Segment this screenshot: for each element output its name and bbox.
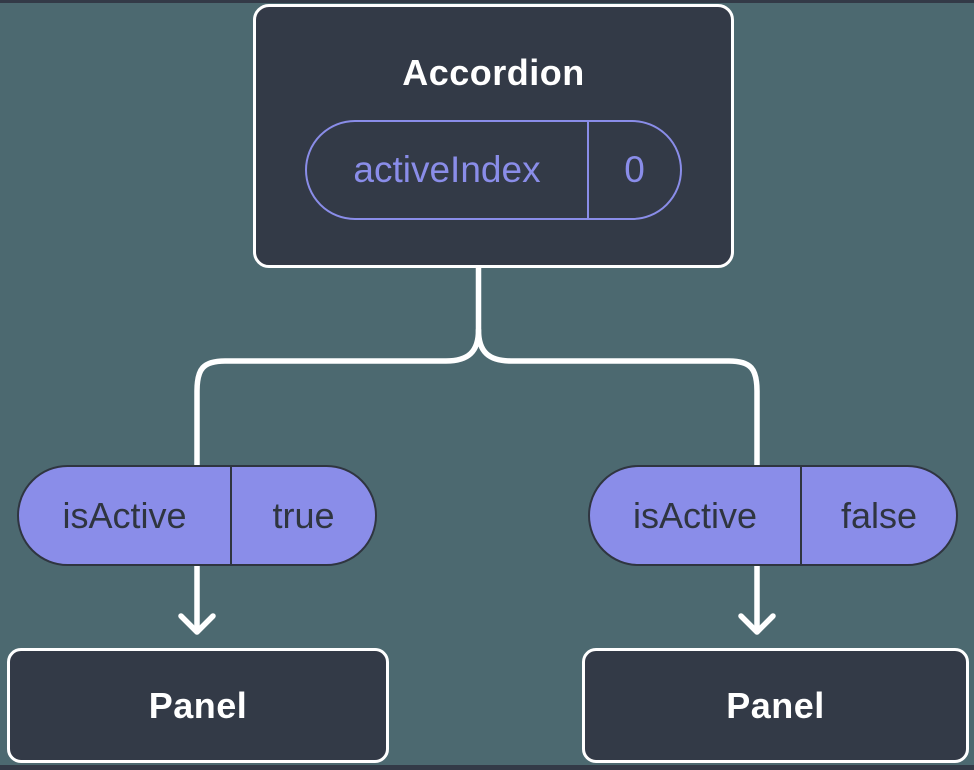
is-active-true-pill: isActive true bbox=[17, 465, 377, 566]
panel-node-title: Panel bbox=[148, 684, 248, 726]
state-name-label: isActive bbox=[590, 467, 802, 564]
connector-stem-and-left-branch bbox=[194, 263, 482, 469]
accordion-node: Accordion activeIndex 0 bbox=[253, 4, 734, 268]
state-name-label: isActive bbox=[19, 467, 232, 564]
accordion-node-title: Accordion bbox=[402, 52, 585, 93]
connector-right-branch bbox=[475, 327, 760, 469]
prop-value-label: 0 bbox=[624, 149, 645, 190]
bottom-edge-strip bbox=[0, 765, 974, 770]
panel-node-left: Panel bbox=[7, 648, 389, 763]
state-value-label: true bbox=[272, 494, 335, 536]
panel-node-right: Panel bbox=[582, 648, 969, 763]
arrowhead-left-icon bbox=[178, 613, 216, 635]
state-value-label: false bbox=[840, 494, 918, 536]
arrowhead-right-icon bbox=[738, 613, 776, 635]
is-active-false-pill: isActive false bbox=[588, 465, 958, 566]
active-index-prop-pill: activeIndex 0 bbox=[305, 120, 682, 220]
top-edge-strip bbox=[0, 0, 974, 3]
panel-node-title: Panel bbox=[726, 684, 825, 726]
prop-name-label: activeIndex bbox=[307, 122, 589, 218]
